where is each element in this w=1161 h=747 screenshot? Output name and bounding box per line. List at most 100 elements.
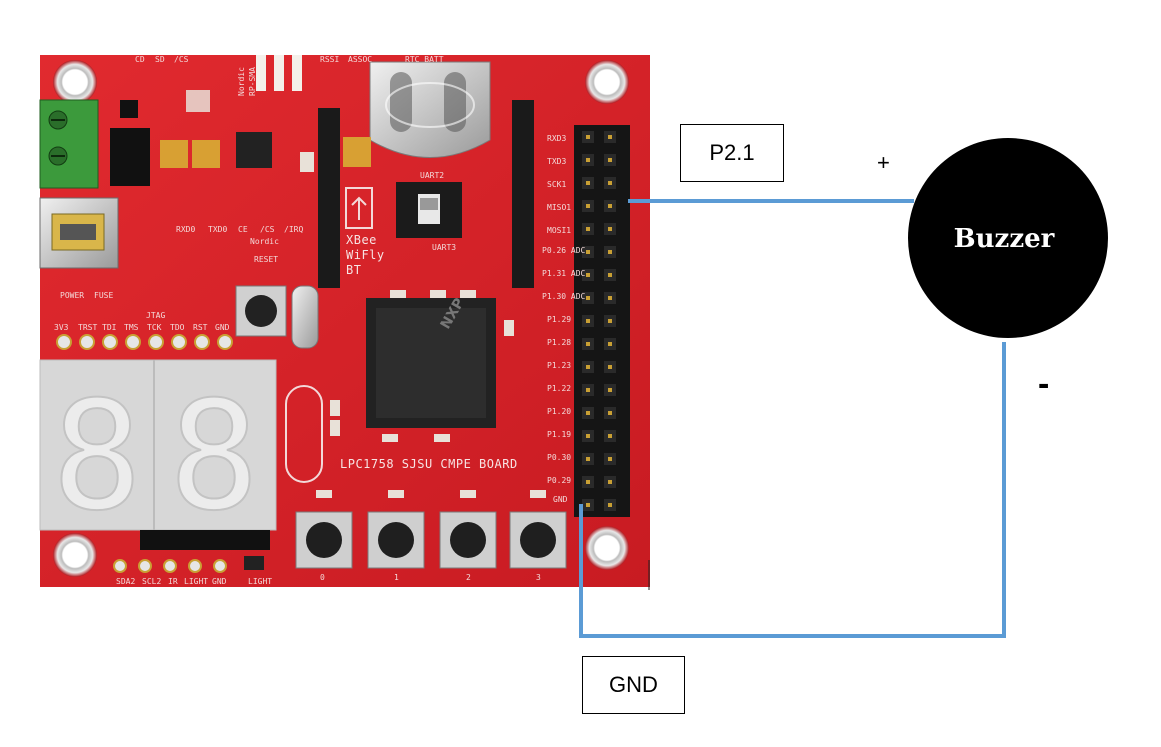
header-pin-tip <box>608 181 612 185</box>
uart2-label: UART2 <box>420 171 444 180</box>
plus-sign: + <box>877 150 890 175</box>
bottom-pin-label: SCL2 <box>142 577 161 586</box>
xbee-text-2: WiFly <box>346 248 385 262</box>
pin-label-text: P2.1 <box>709 140 755 165</box>
pin-label: P0.30 <box>547 453 571 462</box>
label-sd: SD <box>155 55 165 64</box>
header-pin-tip <box>586 319 590 323</box>
header-pin-tip <box>586 434 590 438</box>
header-pin-tip <box>586 181 590 185</box>
label-rp-sma: RP-SMA <box>248 67 257 96</box>
bottom-pin-label: SDA2 <box>116 577 135 586</box>
jtag-pin-label: TDI <box>102 323 117 332</box>
button-label: 2 <box>466 573 471 582</box>
pin-label: P1.20 <box>547 407 571 416</box>
bottom-pin-label: GND <box>212 577 227 586</box>
pin-label: RXD3 <box>547 134 566 143</box>
ground-label-text: GND <box>609 672 658 697</box>
header-pin-tip <box>608 365 612 369</box>
xbee-text-1: XBee <box>346 233 377 247</box>
header-pin-tip <box>586 503 590 507</box>
label-nordic-top: Nordic <box>237 67 246 96</box>
label-rssi: RSSI <box>320 55 339 64</box>
pin-label: MISO1 <box>547 203 571 212</box>
lpc1758-chip: NXP <box>366 296 496 428</box>
pin-header <box>574 125 630 517</box>
jtag-header: JTAG 3V3 TRST TDI TMS TCK TDO RST GND <box>54 311 233 350</box>
label-irq: /IRQ <box>284 225 303 234</box>
reset-button <box>235 285 287 337</box>
header-pin-tip <box>586 250 590 254</box>
label-cs: /CS <box>174 55 189 64</box>
button-label: 1 <box>394 573 399 582</box>
uart-switch: UART2 UART3 <box>396 171 462 252</box>
light-sensor-label: LIGHT <box>248 577 272 586</box>
header-pin-tip <box>608 135 612 139</box>
label-rxd0: RXD0 <box>176 225 195 234</box>
header-pin-tip <box>608 342 612 346</box>
label-power-led: POWER <box>60 291 84 300</box>
pin-label: P1.30 ADC <box>542 292 586 301</box>
seven-segment-display: 8 8 <box>39 359 277 545</box>
header-pin-tip <box>586 457 590 461</box>
button-label: 0 <box>320 573 325 582</box>
ground-wire <box>579 342 1006 638</box>
minus-sign: - <box>1038 365 1050 403</box>
pin-label: P0.29 <box>547 476 571 485</box>
power-terminal-block <box>39 99 99 189</box>
usb-connector <box>39 197 119 269</box>
header-pin-tip <box>608 158 612 162</box>
header-pin-tip <box>608 457 612 461</box>
mounting-hole <box>585 60 629 104</box>
header-pin-tip <box>586 158 590 162</box>
board-name: LPC1758 SJSU CMPE BOARD <box>340 457 518 471</box>
header-pin-tip <box>608 434 612 438</box>
wires <box>579 199 1006 638</box>
jtag-title: JTAG <box>146 311 165 320</box>
label-nordic: Nordic <box>250 237 279 246</box>
header-pin-tip <box>586 204 590 208</box>
header-pin-tip <box>586 227 590 231</box>
user-buttons: 0 1 2 3 <box>295 490 567 582</box>
jtag-pin-label: TDO <box>170 323 185 332</box>
header-pin-tip <box>586 342 590 346</box>
header-pin-tip <box>608 227 612 231</box>
pin-label: P1.23 <box>547 361 571 370</box>
pin-label: P1.22 <box>547 384 571 393</box>
display-digit-1: 8 <box>52 370 142 544</box>
xbee-header-right <box>512 100 534 288</box>
header-pin-tip <box>608 480 612 484</box>
header-pin-tip <box>608 503 612 507</box>
xbee-text-3: BT <box>346 263 361 277</box>
pin-label: TXD3 <box>547 157 566 166</box>
bottom-pin-label: IR <box>168 577 178 586</box>
header-pin-tip <box>586 411 590 415</box>
pin-label: P1.29 <box>547 315 571 324</box>
pin-label: MOSI1 <box>547 226 571 235</box>
pin-label-box: P2.1 <box>680 124 784 182</box>
pin-label: P0.26 ADC <box>542 246 586 255</box>
header-pin-tip <box>608 411 612 415</box>
header-pin-tip <box>608 273 612 277</box>
buzzer-body <box>908 138 1108 338</box>
jtag-pin-label: 3V3 <box>54 323 69 332</box>
uart3-label: UART3 <box>432 243 456 252</box>
jtag-pin-label: GND <box>215 323 230 332</box>
jtag-pin-label: TRST <box>78 323 97 332</box>
display-digit-2: 8 <box>169 370 259 544</box>
header-pin-tip <box>608 319 612 323</box>
label-cs-nordic: /CS <box>260 225 275 234</box>
pin-label: P1.31 ADC <box>542 269 586 278</box>
label-rtc-batt: RTC BATT <box>405 55 444 64</box>
bottom-pin-label: LIGHT <box>184 577 208 586</box>
pin-label: P1.19 <box>547 430 571 439</box>
pin-labels: RXD3 TXD3 SCK1 MISO1 MOSI1 P0.26 ADC P1.… <box>542 134 586 504</box>
pcb-board: XBee WiFly BT UART2 UART3 CD SD /CS RSSI… <box>39 55 650 587</box>
header-pin-tip <box>586 135 590 139</box>
ground-label-box: GND <box>582 656 685 714</box>
jtag-pin-label: RST <box>193 323 208 332</box>
header-pin-tip <box>586 480 590 484</box>
buzzer: Buzzer <box>908 138 1108 338</box>
xbee-marking: XBee WiFly BT <box>345 187 385 277</box>
label-txd0: TXD0 <box>208 225 227 234</box>
